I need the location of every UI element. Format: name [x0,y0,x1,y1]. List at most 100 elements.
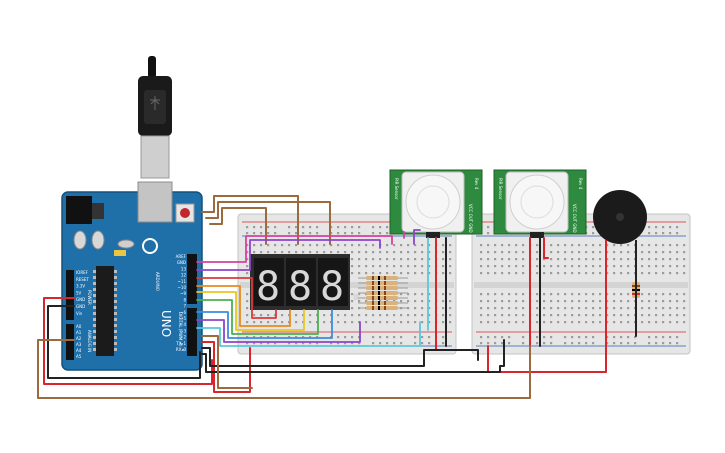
breadboard-right-hole [648,314,651,317]
breadboard-right-hole [515,251,518,254]
breadboard-right-hole [501,314,504,317]
resistor-band [378,291,380,295]
breadboard-right-hole [676,265,679,268]
breadboard-right-rail-hole [655,342,658,345]
chip-pin [114,336,117,339]
breadboard-right-hole [501,244,504,247]
wire-blue [196,309,333,339]
breadboard-right-hole [627,272,630,275]
breadboard-right-hole [494,272,497,275]
breadboard-left-hole [400,293,403,296]
breadboard-right-rail-hole [662,226,665,229]
pir-sensor-1-dome [405,174,461,230]
breadboard-right-rail-hole [655,226,658,229]
breadboard-left-hole [365,265,368,268]
breadboard-right-hole [662,300,665,303]
breadboard-left-hole [309,321,312,324]
breadboard-right-hole [501,293,504,296]
breadboard-right-hole [564,251,567,254]
breadboard-left-hole [407,251,410,254]
power-pin-label-1: RESET [76,277,89,282]
breadboard-left-hole [442,251,445,254]
breadboard-right-hole [676,300,679,303]
breadboard-left-hole [246,300,249,303]
breadboard-right-hole [557,244,560,247]
reset-button-cap[interactable] [180,208,190,218]
breadboard-right-hole [676,272,679,275]
breadboard-right-hole [571,293,574,296]
breadboard-right-hole [585,265,588,268]
breadboard-right-hole [648,307,651,310]
chip-pin [114,330,117,333]
breadboard-right-hole [578,307,581,310]
breadboard-right-hole [480,314,483,317]
breadboard-right-hole [669,251,672,254]
breadboard-left-hole [442,300,445,303]
resistor-band [372,291,374,295]
breadboard-right-hole [592,314,595,317]
breadboard-left-rail-hole [386,232,389,235]
breadboard-left-hole [421,272,424,275]
breadboard-right-hole [508,321,511,324]
power-section-label: POWER [87,290,92,305]
breadboard-right-rail-hole [676,342,679,345]
breadboard-right-rail-hole [627,336,630,339]
chip-pin [114,282,117,285]
breadboard-right-hole [487,251,490,254]
breadboard-left-rail-hole [330,342,333,345]
breadboard-right-hole [487,258,490,261]
breadboard-right-hole [613,314,616,317]
breadboard-right-rail-hole [669,232,672,235]
breadboard-right-hole [676,251,679,254]
wire-red-5v [43,297,213,385]
resistor-body [366,306,398,310]
breadboard-right-rail-hole [487,232,490,235]
breadboard-right-hole [515,258,518,261]
breadboard-left-hole [386,272,389,275]
display-digit-3-text: 8. [320,264,368,310]
power-pin-label-5: GND [76,304,85,309]
breadboard-right-rail-hole [648,226,651,229]
breadboard-right-hole [648,321,651,324]
oscillator [117,239,135,249]
resistor-band [384,291,386,295]
breadboard-left-hole [295,251,298,254]
breadboard-right-hole [592,272,595,275]
breadboard-left-hole [442,307,445,310]
breadboard-left-rail-hole [379,336,382,339]
breadboard-left-hole [407,314,410,317]
breadboard-right-hole [557,307,560,310]
breadboard-left-hole [428,251,431,254]
breadboard-left-rail-hole [442,342,445,345]
breadboard-left-hole [428,244,431,247]
breadboard-right-hole [599,258,602,261]
breadboard-right-hole [620,314,623,317]
breadboard-right-hole [536,300,539,303]
breadboard-right-hole [550,272,553,275]
chip-pin [93,312,96,315]
breadboard-right-hole [536,265,539,268]
chip-pin [93,276,96,279]
breadboard-right-hole [585,314,588,317]
breadboard-right-hole [641,251,644,254]
breadboard-left-hole [428,265,431,268]
chip-pin [93,324,96,327]
breadboard-left-rail-hole [344,342,347,345]
breadboard-left-hole [253,314,256,317]
breadboard-right-hole [578,314,581,317]
breadboard-right-rail-hole [606,336,609,339]
wire-purple-2 [196,319,361,343]
breadboard-right-hole [648,265,651,268]
usb-cable-wire [148,56,156,78]
breadboard-right-rail-hole [585,336,588,339]
wire-green [196,299,319,335]
breadboard-left-hole [351,314,354,317]
breadboard-left-hole [372,314,375,317]
breadboard-right-hole [606,265,609,268]
breadboard-right-hole [487,314,490,317]
breadboard-right-rail-hole [592,226,595,229]
power-pin-label-0: IOREF [76,270,89,275]
breadboard-right-rail-hole [487,342,490,345]
breadboard-right-hole [606,244,609,247]
